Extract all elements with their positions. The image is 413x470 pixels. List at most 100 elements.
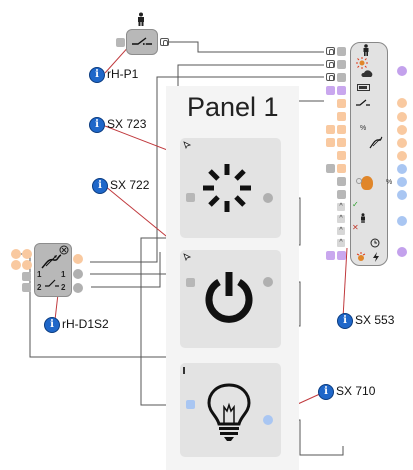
input-port[interactable] xyxy=(11,249,21,259)
pin-icon xyxy=(183,367,189,374)
wire xyxy=(90,76,324,263)
output-port[interactable] xyxy=(397,125,407,135)
port-number: 1 xyxy=(37,270,42,279)
input-port[interactable] xyxy=(22,260,32,270)
sun-brightness-icon[interactable] xyxy=(201,162,253,214)
port-square xyxy=(337,73,346,82)
check-icon: ✓ xyxy=(352,200,359,209)
cursor-icon xyxy=(183,141,191,149)
port-square xyxy=(326,138,335,147)
port-square xyxy=(337,138,346,147)
person-icon xyxy=(361,213,365,223)
callout-label: rH-D1S2 xyxy=(62,317,109,331)
callout-line xyxy=(342,247,348,319)
arrow-up-icon[interactable]: ^ xyxy=(337,203,345,211)
port-square xyxy=(337,86,346,95)
info-icon[interactable]: i xyxy=(89,117,105,133)
wire xyxy=(164,41,324,53)
port-square xyxy=(337,125,346,134)
cursor-icon xyxy=(183,253,191,261)
power-icon[interactable] xyxy=(203,268,255,324)
switch-icon xyxy=(45,279,59,287)
output-port[interactable] xyxy=(263,277,273,287)
heater-icon xyxy=(361,176,373,190)
port-number: 1 xyxy=(61,270,66,279)
output-port[interactable] xyxy=(397,112,407,122)
cross-icon: ✕ xyxy=(352,223,359,232)
callout-label: SX 553 xyxy=(355,313,395,327)
alarm-icon xyxy=(356,252,366,261)
port-number: 2 xyxy=(61,283,66,292)
info-icon[interactable]: i xyxy=(89,67,105,83)
output-port[interactable] xyxy=(397,190,407,200)
port-square xyxy=(337,47,346,56)
port-square xyxy=(186,400,195,409)
output-port[interactable] xyxy=(397,66,407,76)
output-port[interactable] xyxy=(73,283,83,293)
wire xyxy=(91,252,161,288)
battery-icon xyxy=(357,84,370,91)
info-icon[interactable]: i xyxy=(318,384,334,400)
port-square xyxy=(337,151,346,160)
switch-icon xyxy=(356,99,370,106)
close-icon[interactable] xyxy=(59,245,69,255)
arrow-up-icon[interactable]: ^ xyxy=(337,215,345,223)
port-square xyxy=(337,251,346,260)
port-square xyxy=(186,193,195,202)
output-port[interactable] xyxy=(397,164,407,174)
panel-slot-brightness[interactable] xyxy=(180,138,281,238)
percent-label: % xyxy=(386,179,393,186)
output-port[interactable] xyxy=(397,98,407,108)
port-square xyxy=(22,272,31,281)
port-square xyxy=(326,86,335,95)
output-port[interactable] xyxy=(73,254,83,264)
port-square xyxy=(337,112,346,121)
input-port[interactable] xyxy=(22,249,32,259)
port-square xyxy=(326,164,335,173)
port-square xyxy=(186,278,195,287)
output-port[interactable] xyxy=(397,216,407,226)
port-square xyxy=(337,164,346,173)
output-port[interactable] xyxy=(73,269,83,279)
output-port[interactable] xyxy=(263,193,273,203)
output-port[interactable] xyxy=(397,177,407,187)
port-square xyxy=(337,99,346,108)
person-icon xyxy=(363,44,369,56)
percent-label: % xyxy=(360,125,367,132)
callout-label: SX 723 xyxy=(107,117,147,131)
output-port[interactable] xyxy=(397,247,407,257)
port-square xyxy=(326,251,335,260)
arrow-up-icon[interactable]: ^ xyxy=(337,239,345,247)
cloud-icon xyxy=(361,70,373,77)
output-port[interactable] xyxy=(397,138,407,148)
panel-title: Panel 1 xyxy=(187,92,279,122)
light-bulb-icon[interactable] xyxy=(204,381,254,443)
callout-label: SX 722 xyxy=(110,178,150,192)
port-square xyxy=(116,38,125,47)
input-port[interactable] xyxy=(11,260,21,270)
info-icon[interactable]: i xyxy=(44,317,60,333)
dimmer-module[interactable] xyxy=(34,243,72,297)
switch-icon xyxy=(356,178,362,184)
output-port[interactable] xyxy=(263,415,273,425)
panel-slot-power[interactable] xyxy=(180,250,281,348)
dimmer-icon xyxy=(41,254,62,269)
output-port[interactable] xyxy=(397,151,407,161)
info-icon[interactable]: i xyxy=(337,313,353,329)
callout-label: SX 710 xyxy=(336,384,376,398)
sun-icon xyxy=(356,57,368,69)
port-square xyxy=(326,125,335,134)
port-number: 2 xyxy=(37,283,42,292)
dimmer-icon xyxy=(369,136,383,149)
person-icon xyxy=(138,12,144,26)
rh-p1-device[interactable] xyxy=(126,12,158,55)
right-module[interactable] xyxy=(350,42,388,266)
port-connector xyxy=(326,73,335,81)
lightning-icon xyxy=(373,252,379,262)
port-square xyxy=(337,190,346,199)
port-square xyxy=(22,283,31,292)
arrow-up-icon[interactable]: ^ xyxy=(337,227,345,235)
port-square xyxy=(337,60,346,69)
info-icon[interactable]: i xyxy=(92,178,108,194)
port-connector xyxy=(326,60,335,68)
